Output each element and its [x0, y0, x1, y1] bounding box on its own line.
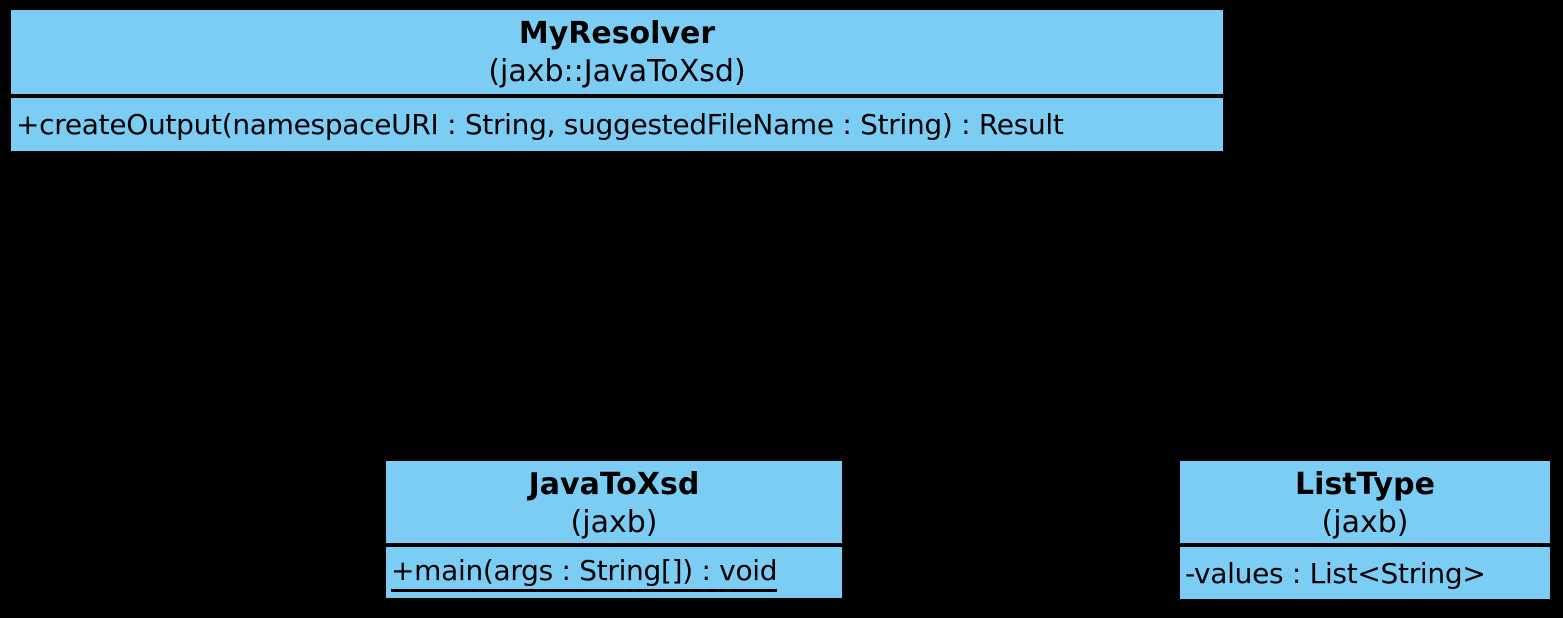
class-package-javatoxsd: (jaxb)	[570, 505, 658, 540]
class-name-myresolver[interactable]: MyResolver	[518, 16, 716, 51]
class-title-compartment: JavaToXsd (jaxb)	[386, 461, 842, 543]
method-main-static[interactable]: +main(args : String[]) : void	[391, 554, 778, 592]
class-package-listtype: (jaxb)	[1321, 505, 1409, 540]
class-box-javatoxsd[interactable]: JavaToXsd (jaxb) +main(args : String[]) …	[383, 458, 845, 601]
class-box-myresolver[interactable]: MyResolver (jaxb::JavaToXsd) +createOutp…	[8, 7, 1226, 154]
members-compartment: +createOutput(namespaceURI : String, sug…	[11, 94, 1223, 151]
members-compartment: +main(args : String[]) : void	[386, 543, 842, 598]
class-name-javatoxsd[interactable]: JavaToXsd	[528, 467, 700, 502]
class-package-myresolver: (jaxb::JavaToXsd)	[488, 54, 746, 89]
class-name-listtype[interactable]: ListType	[1295, 467, 1435, 502]
members-compartment: -values : List<String>	[1180, 543, 1550, 599]
method-createoutput[interactable]: +createOutput(namespaceURI : String, sug…	[16, 108, 1064, 141]
attribute-values[interactable]: -values : List<String>	[1185, 556, 1486, 590]
class-box-listtype[interactable]: ListType (jaxb) -values : List<String>	[1177, 458, 1553, 602]
class-title-compartment: ListType (jaxb)	[1180, 461, 1550, 543]
class-title-compartment: MyResolver (jaxb::JavaToXsd)	[11, 10, 1223, 94]
